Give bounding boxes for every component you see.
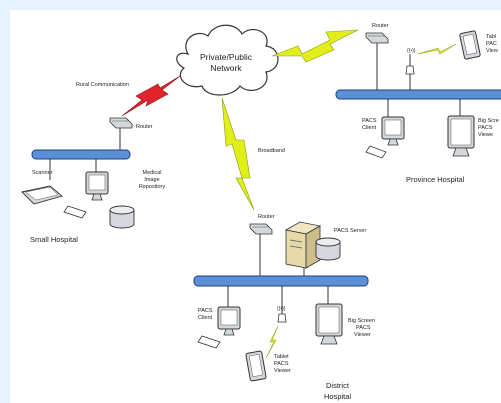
repository-label-3: Repository — [139, 184, 166, 190]
repository-label-1: Medical — [143, 170, 162, 176]
network-diagram: Private/Public Network Rural Communicati… — [21, 23, 501, 401]
link-district-tablet-bolt — [265, 325, 279, 359]
district-hospital-title-1: District — [326, 381, 350, 390]
router-province-label: Router — [372, 23, 389, 29]
cloud-label-line1: Private/Public — [200, 52, 253, 62]
district-bigscreen-label-2: PACS — [356, 325, 371, 331]
province-tablet-label-1: Tabl — [486, 34, 496, 40]
link-rural-bolt — [121, 75, 181, 117]
link-rural-label: Rural Communication — [76, 82, 129, 88]
small-hospital-title: Small Hospital — [30, 235, 78, 244]
province-bus — [335, 89, 501, 100]
province-bigscreen-label-3: Viewe — [478, 132, 493, 138]
scanner-device — [21, 185, 63, 205]
network-diagram-canvas: Private/Public Network Rural Communicati… — [10, 10, 501, 403]
district-bigscreen-label-3: Viewer — [354, 332, 371, 338]
district-tablet-label-1: Tablet — [274, 354, 289, 360]
district-tablet-label-2: PACS — [274, 361, 289, 367]
district-tablet-label-3: Viewer — [274, 368, 291, 374]
district-bus — [193, 275, 369, 287]
router-district-label: Router — [258, 214, 275, 220]
province-pacs-client-computer — [365, 116, 405, 159]
tablet-province — [459, 30, 481, 60]
link-broadband-bolt — [221, 97, 255, 211]
district-pacs-client-computer — [197, 306, 241, 349]
pacs-server-disk — [315, 237, 341, 261]
link-province-tablet-bolt — [417, 43, 457, 55]
province-bigscreen-label-2: PACS — [478, 125, 493, 131]
district-big-screen-monitor — [315, 303, 343, 345]
district-hospital-title-2: Hospital — [324, 392, 351, 401]
district-bigscreen-label-1: Big Screen — [348, 318, 375, 324]
district-client-label-1: PACS — [198, 308, 213, 314]
scanner-label: Scanner — [32, 170, 53, 176]
link-province-bolt — [271, 29, 359, 63]
access-point-district: ((•)) — [277, 286, 287, 323]
province-big-screen-monitor — [447, 115, 475, 157]
cloud-label-line2: Network — [210, 63, 242, 73]
province-bigscreen-label-1: Big Scre — [478, 118, 499, 124]
repository-label-2: Image — [144, 177, 159, 183]
medical-image-repository-disk — [109, 205, 135, 229]
province-tablet-label-2: PAC — [486, 41, 497, 47]
district-client-label-2: Client — [198, 315, 213, 321]
tablet-district — [245, 350, 267, 382]
svg-text:((•)): ((•)) — [407, 48, 416, 54]
small-bus — [31, 149, 131, 160]
province-hospital-title: Province Hospital — [406, 175, 465, 184]
access-point-province: ((•)) — [405, 48, 416, 90]
network-cloud: Private/Public Network — [176, 24, 279, 96]
link-broadband-label: Broadband — [258, 148, 285, 154]
router-district — [249, 223, 273, 235]
pacs-server-label: PACS Server — [334, 228, 366, 234]
router-small-label: Router — [136, 124, 153, 130]
province-tablet-label-3: View — [486, 48, 498, 54]
svg-text:((•)): ((•)) — [277, 306, 286, 312]
router-small — [109, 117, 133, 129]
province-client-label-2: Client — [362, 125, 377, 131]
pacs-server — [284, 221, 322, 269]
small-hospital-computer — [63, 171, 109, 219]
router-province — [365, 32, 389, 44]
province-client-label-1: PACS — [362, 118, 377, 124]
